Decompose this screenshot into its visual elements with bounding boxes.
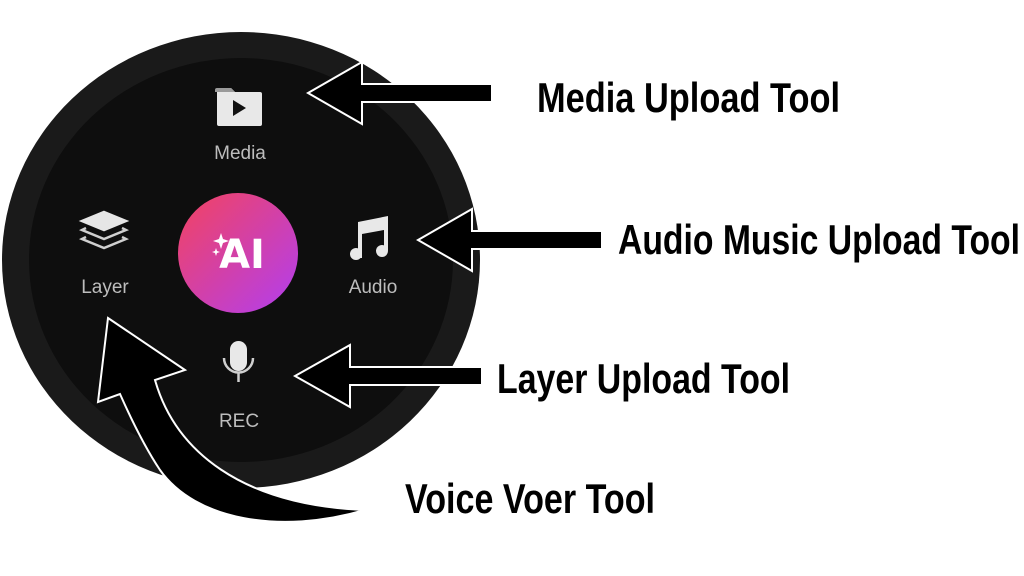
menu-item-rec[interactable]: REC: [219, 341, 259, 432]
sparkle-icon: [212, 233, 229, 256]
music-note-icon: [350, 216, 388, 260]
ai-button-label: AI: [219, 232, 265, 278]
arrow-media: [305, 60, 493, 126]
arrow-audio: [415, 207, 603, 273]
layers-icon: [78, 210, 130, 250]
ai-button[interactable]: AI: [178, 193, 298, 313]
folder-play-icon: [215, 88, 262, 126]
menu-item-label: Layer: [81, 277, 129, 298]
callout-audio: Audio Music Upload Tool: [618, 216, 1020, 263]
menu-item-label: Audio: [349, 277, 398, 298]
menu-item-label: Media: [214, 143, 266, 164]
menu-item-media[interactable]: Media: [214, 88, 266, 164]
microphone-icon: [222, 341, 255, 382]
menu-item-audio[interactable]: Audio: [349, 216, 398, 298]
menu-item-layer[interactable]: Layer: [78, 210, 130, 298]
callout-voice: Voice Voer Tool: [405, 475, 655, 522]
callout-layer: Layer Upload Tool: [497, 355, 790, 402]
menu-item-label: REC: [219, 411, 259, 432]
callout-media: Media Upload Tool: [537, 74, 840, 121]
arrow-layer: [292, 343, 483, 409]
arrow-voice-curved: [96, 316, 366, 523]
